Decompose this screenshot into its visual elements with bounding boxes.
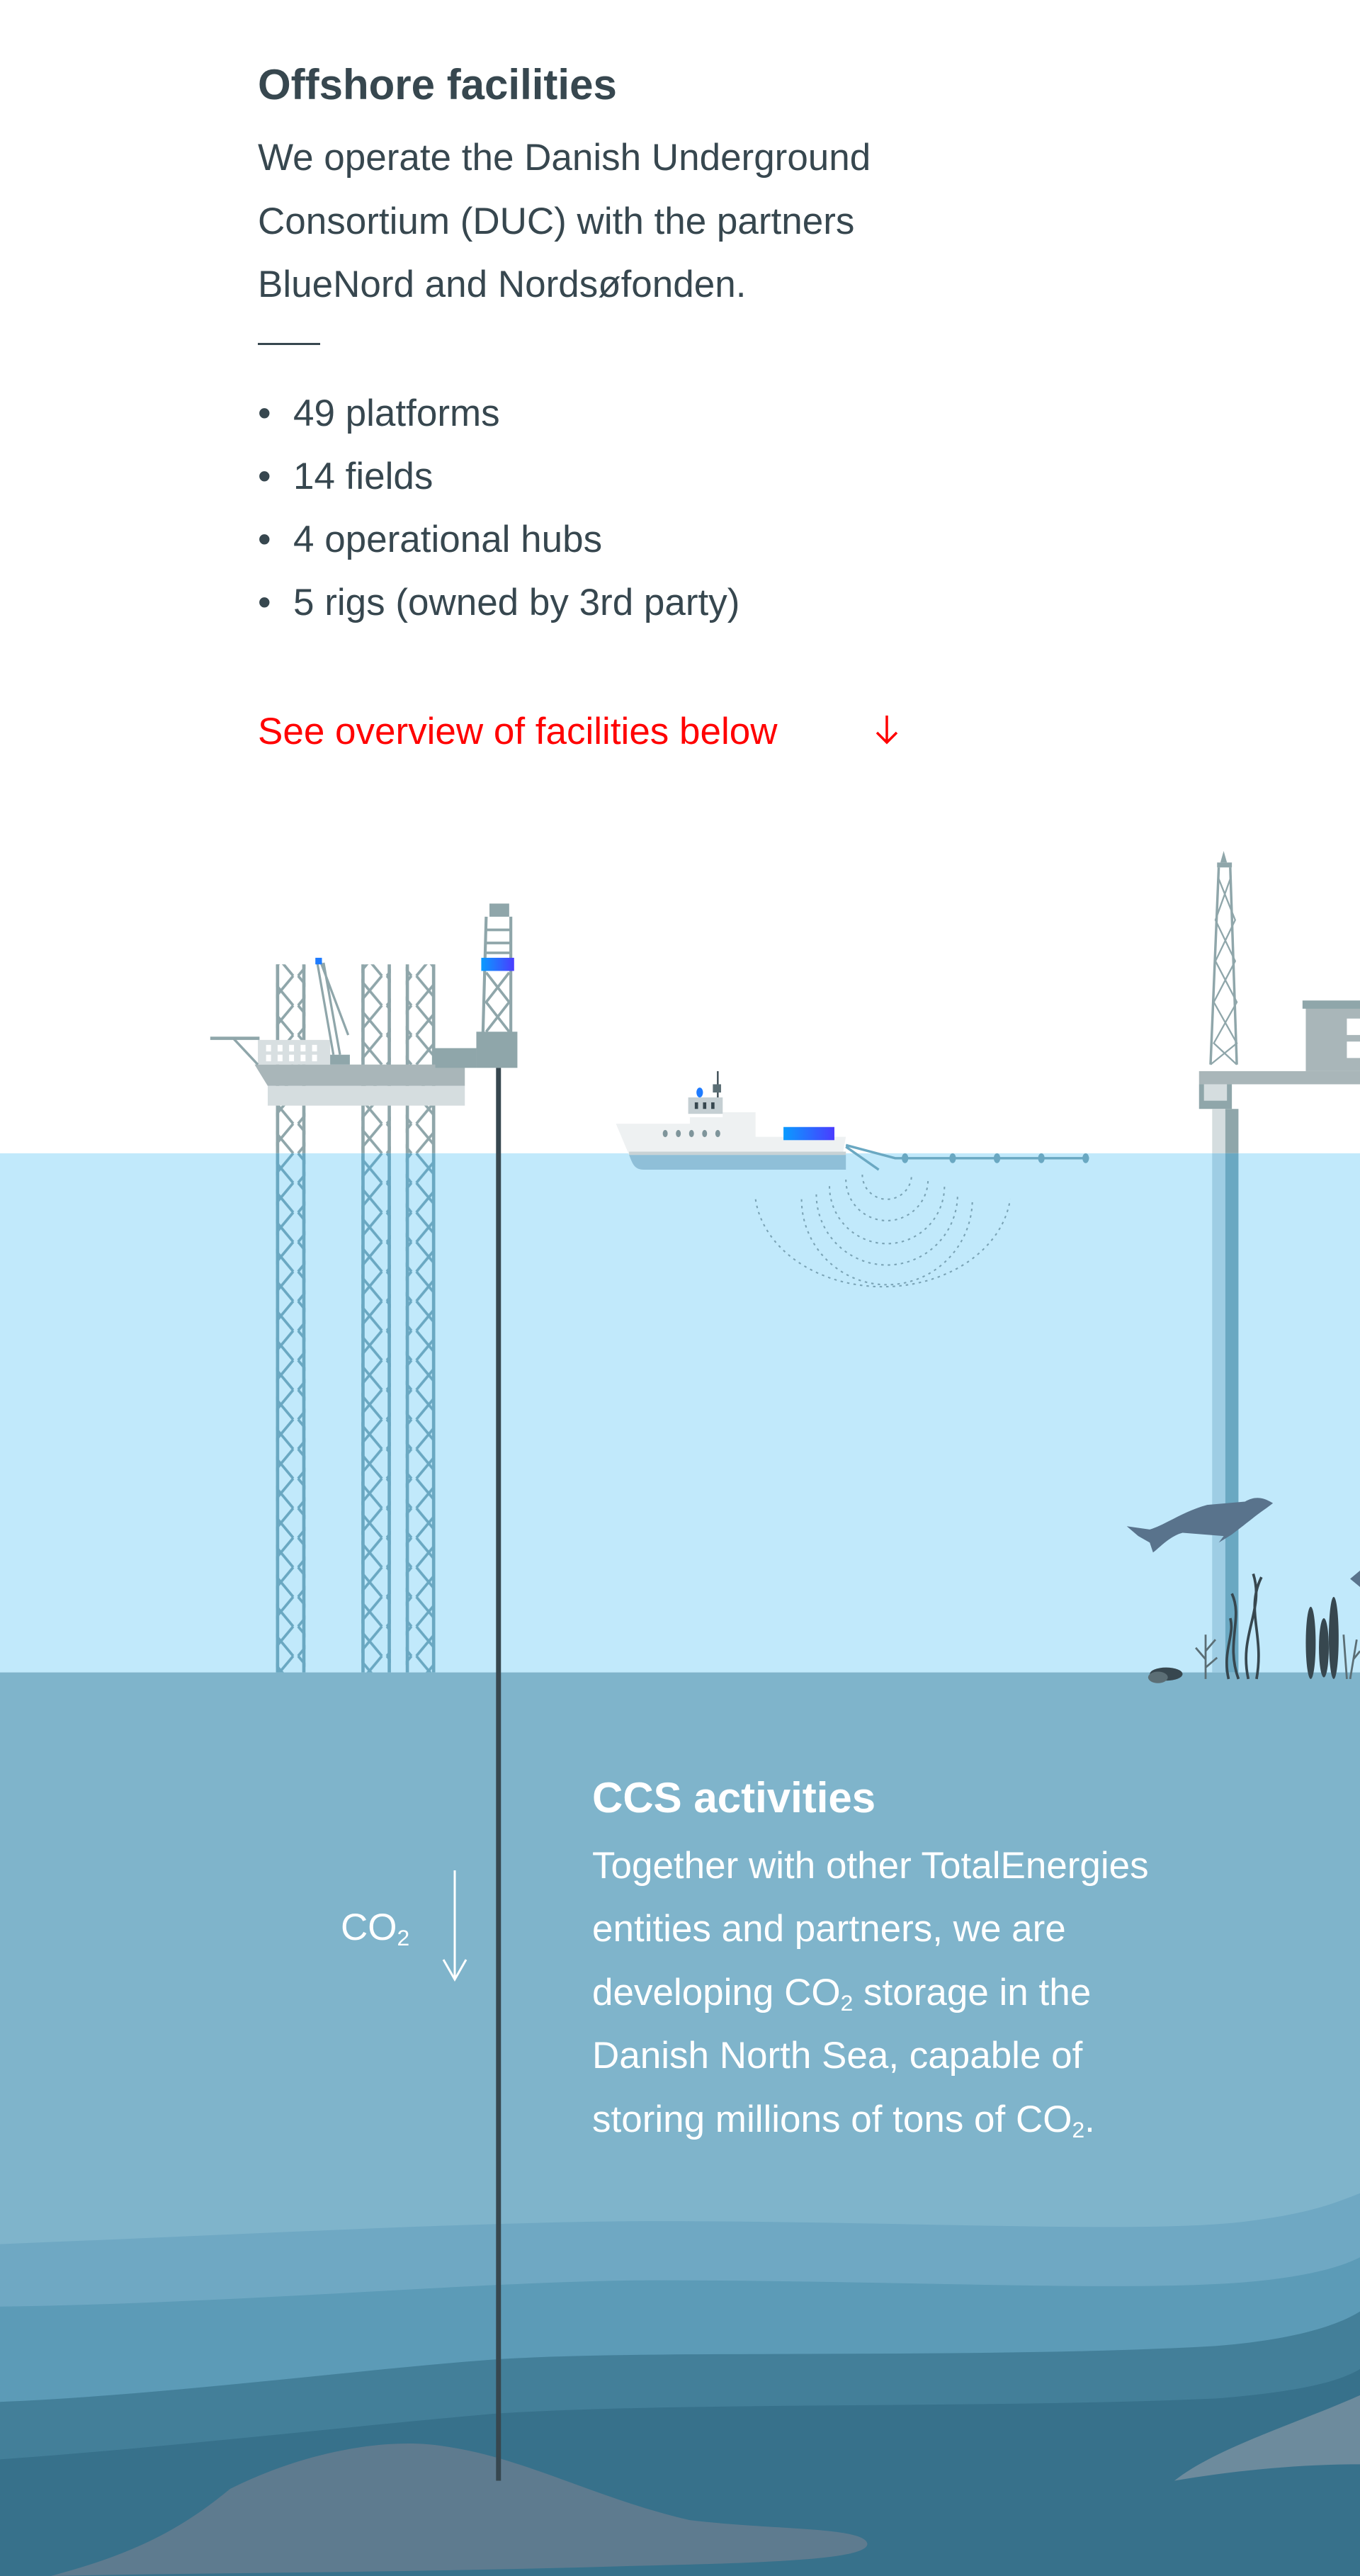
bullet-icon: • [258,456,271,497]
ccs-line-3: developing CO2 storage in the [592,1972,1092,2016]
fact-item: •49 platforms [258,392,500,434]
water [0,1153,1360,1679]
sonar-waves [754,1174,1012,1288]
offshore-title: Offshore facilities [258,61,617,108]
offshore-description-line-3: BlueNord and Nordsøfonden. [258,264,747,305]
divider [258,343,320,345]
co2-injection-pipe [496,1068,502,2481]
reservoir-right [1174,2395,1360,2481]
fish-icon [1350,1570,1360,1588]
fixed-platform [1198,851,1360,1673]
coral [1195,1634,1360,1680]
bullet-icon: • [258,519,271,560]
fact-item: •14 fields [258,456,434,497]
offshore-description-line-2: Consortium (DUC) with the partners [258,200,855,242]
seaweed [1225,1573,1263,1680]
ccs-line-1: Together with other TotalEnergies [592,1845,1149,1887]
bullet-icon: • [258,392,271,434]
ccs-line-5: storing millions of tons of CO2. [592,2098,1095,2142]
co2-label: CO2 [341,1906,410,1950]
ccs-line-4: Danish North Sea, capable of [592,2035,1083,2077]
reservoir-left [50,2444,868,2576]
fact-item: •4 operational hubs [258,519,603,560]
facilities-overview-link[interactable]: See overview of facilities below [258,713,898,750]
seal-icon [1126,1498,1274,1553]
ccs-title: CCS activities [592,1774,876,1821]
offshore-description-line-1: We operate the Danish Underground [258,137,871,179]
jackup-rig [210,903,518,1673]
survey-vessel [616,1070,1089,1288]
fact-item: •5 rigs (owned by 3rd party) [258,582,740,623]
kelp [1305,1596,1339,1679]
bullet-icon: • [258,582,271,623]
ccs-line-2: entities and partners, we are [592,1908,1066,1950]
arrow-down-icon [876,716,898,745]
co2-down-arrow-icon [442,1870,468,1982]
